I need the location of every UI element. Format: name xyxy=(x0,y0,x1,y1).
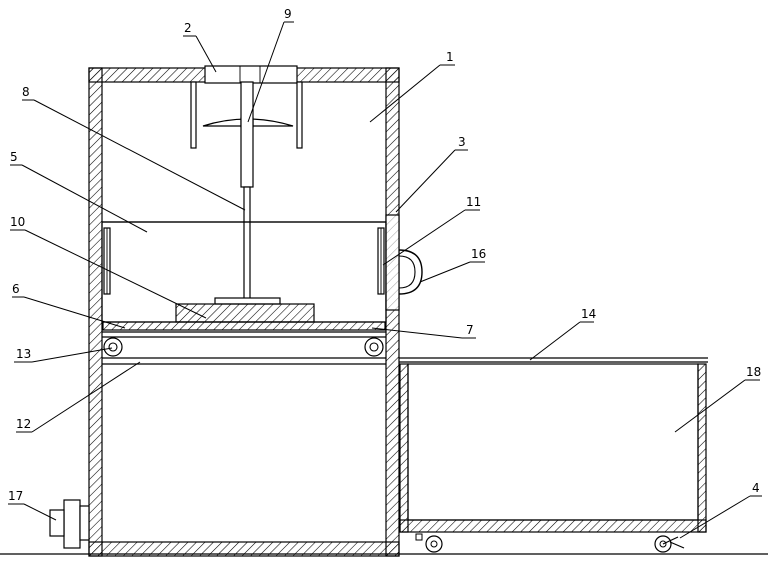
inner-tank xyxy=(101,221,387,323)
cart-wheels xyxy=(415,533,685,553)
label-2: 2 xyxy=(184,21,192,35)
sieve-plate xyxy=(102,321,386,333)
collection-cart xyxy=(399,363,707,533)
label-18: 18 xyxy=(746,365,761,379)
main-cabinet xyxy=(88,67,400,557)
label-11: 11 xyxy=(466,195,481,209)
label-7: 7 xyxy=(466,323,474,337)
side-handle xyxy=(398,249,423,295)
top-inlet xyxy=(204,65,298,84)
label-14: 14 xyxy=(581,307,596,321)
label-16: 16 xyxy=(471,247,486,261)
label-5: 5 xyxy=(10,150,18,164)
leader-lines xyxy=(8,21,762,539)
label-3: 3 xyxy=(458,135,466,149)
guide-rods xyxy=(190,81,303,149)
label-8: 8 xyxy=(22,85,30,99)
vertical-shaft xyxy=(240,81,254,301)
label-10: 10 xyxy=(10,215,25,229)
drain-pipe xyxy=(49,499,90,549)
conveyor xyxy=(102,336,386,365)
label-12: 12 xyxy=(16,417,31,431)
label-13: 13 xyxy=(16,347,31,361)
label-6: 6 xyxy=(12,282,20,296)
label-17: 17 xyxy=(8,489,23,503)
label-4: 4 xyxy=(752,481,760,495)
brush-disc xyxy=(175,297,315,323)
outlet-chute xyxy=(399,357,708,363)
label-1: 1 xyxy=(446,50,454,64)
label-9: 9 xyxy=(284,7,292,21)
